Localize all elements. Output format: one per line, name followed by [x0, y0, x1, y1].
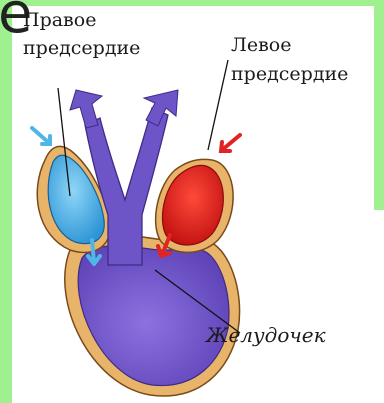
arrow-up-left-icon — [70, 90, 102, 128]
label-ventricle: Желудочек — [204, 323, 326, 347]
arrow-into-right-atrium-icon — [32, 128, 50, 144]
leader-line-left-atrium — [208, 60, 228, 150]
label-left-atrium-line2: предсердие — [231, 63, 348, 85]
label-right-atrium-line2: предсердие — [23, 37, 140, 59]
label-left-atrium-line1: Левое — [231, 34, 291, 56]
arrow-into-left-atrium-icon — [221, 135, 240, 151]
label-right-atrium-line1: Правое — [23, 9, 96, 31]
